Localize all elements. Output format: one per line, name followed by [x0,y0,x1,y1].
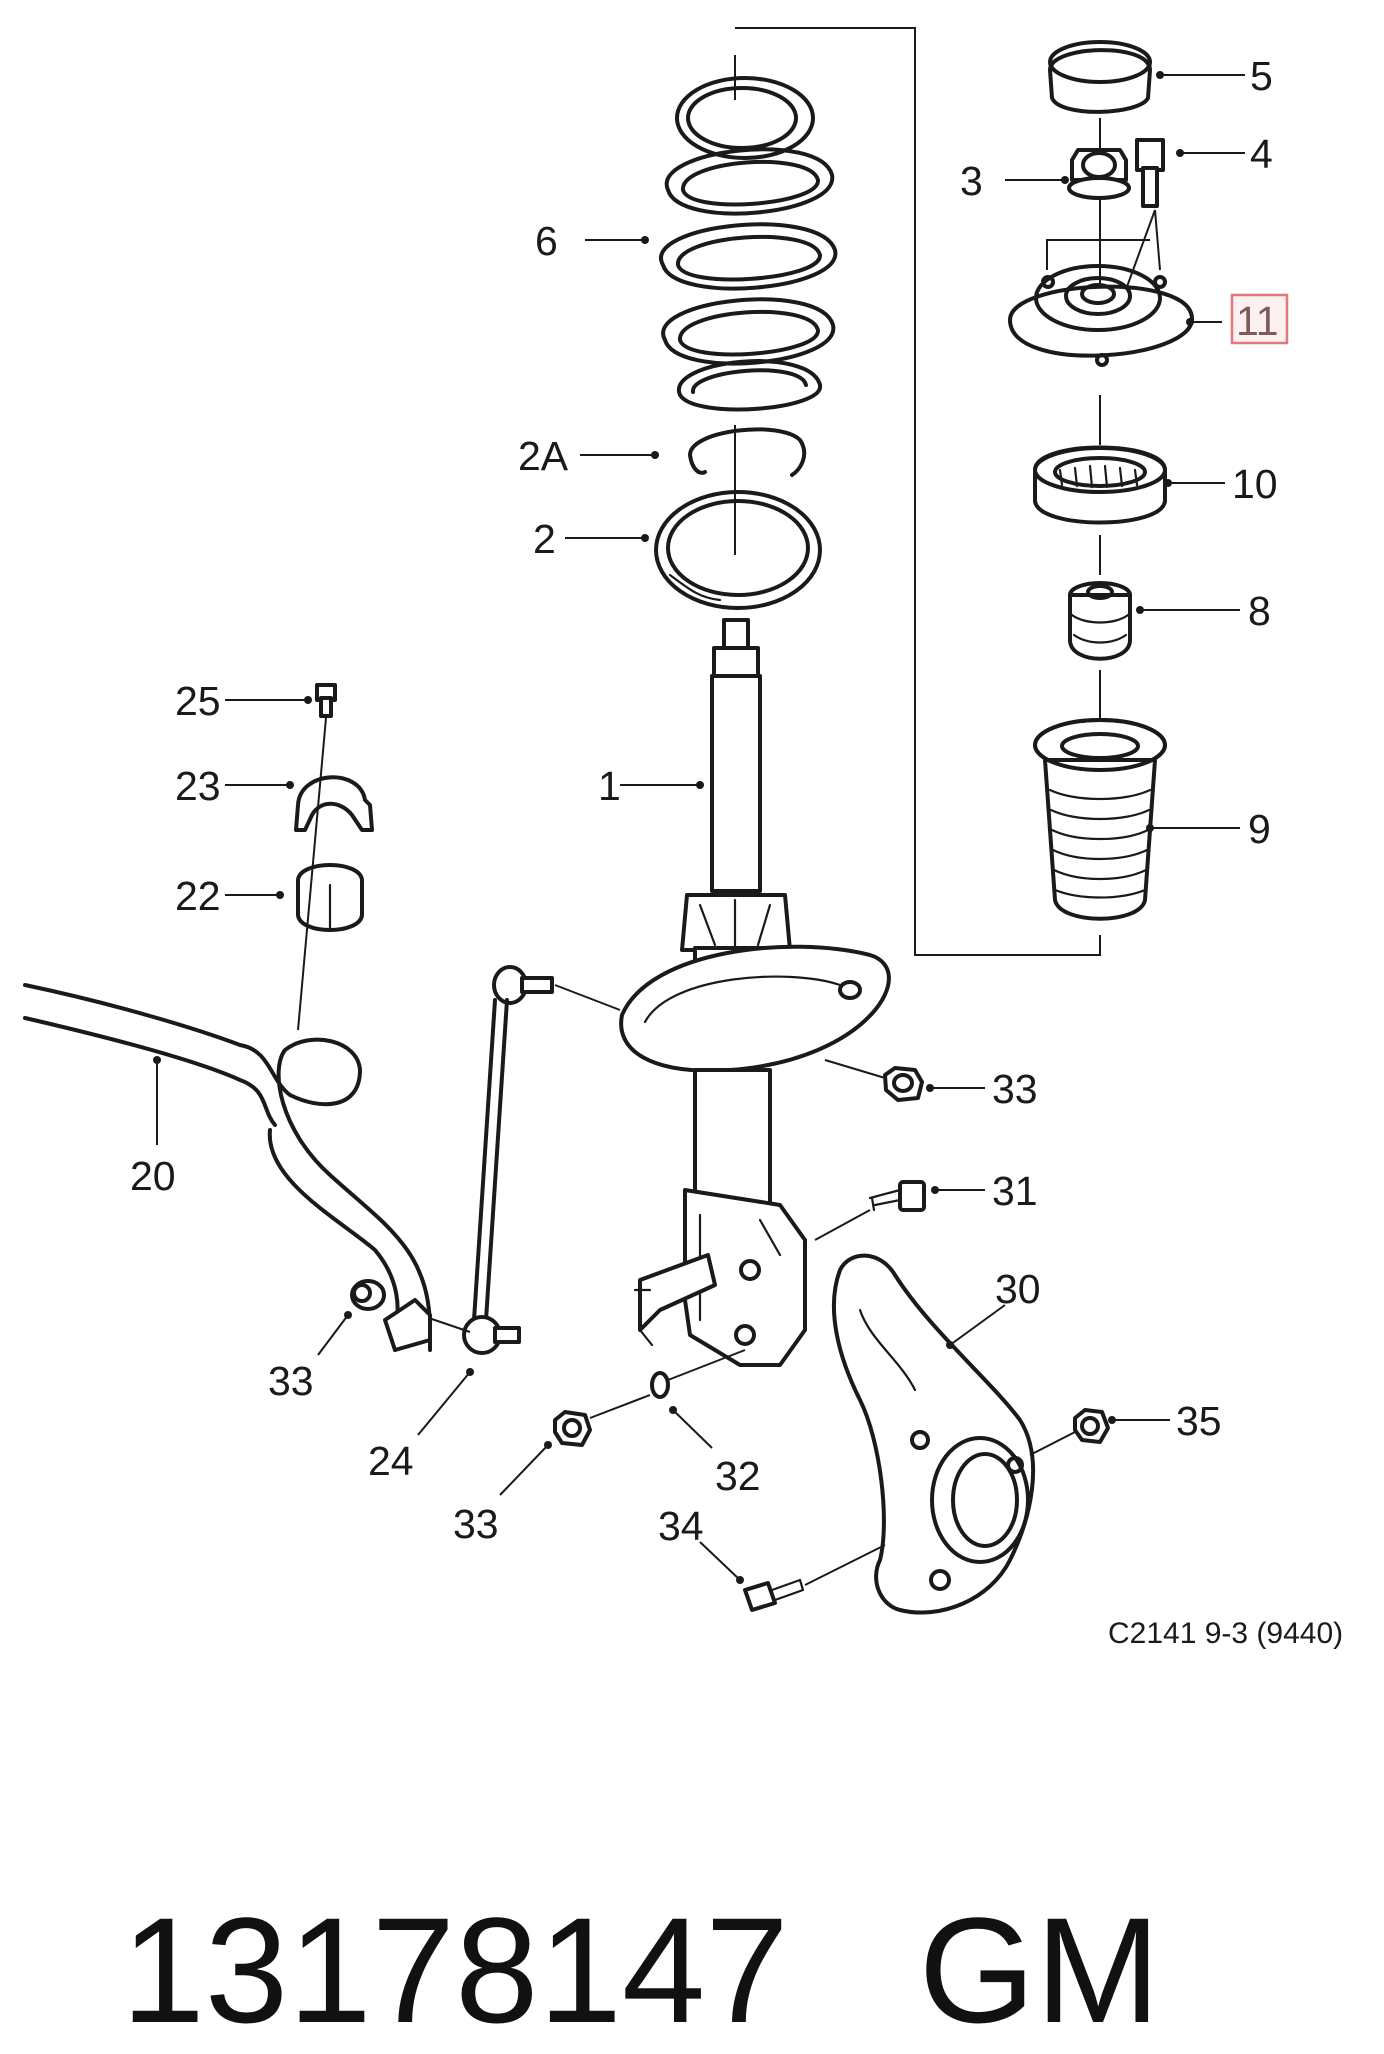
callout-33-upper: 33 [992,1066,1038,1112]
callout-11-highlight [1230,293,1289,345]
callout-32: 32 [715,1453,761,1499]
callout-22: 22 [175,873,221,919]
strut-nut-33 [883,1066,924,1102]
callout-23: 23 [175,763,221,809]
top-mount-11 [1008,264,1195,367]
callout-6: 6 [535,218,558,264]
callout-11: 11 [1236,298,1279,344]
strut-bolt-31 [868,1180,926,1212]
callout-labels: 5 4 3 6 11 2A 2 10 8 9 25 23 22 1 20 33 … [130,53,1279,1549]
bush-bolt-line [297,717,327,1031]
steering-knuckle-30 [831,1253,1036,1615]
callout-24: 24 [368,1438,414,1484]
callout-20: 20 [130,1153,176,1199]
callout-10: 10 [1232,461,1278,507]
bush-bolt-25 [315,683,337,718]
bush-clamp-23 [294,775,374,832]
washer-32 [650,1371,670,1399]
coil-spring [659,76,838,412]
stabilizer-link-24 [462,965,554,1355]
callout-31: 31 [992,1168,1038,1214]
bolt34-line [804,1544,886,1586]
nut33-lower-line [589,1394,651,1419]
callout-8: 8 [1248,588,1271,634]
nut33-upper-line [824,1059,886,1079]
washer-line [667,1349,746,1381]
callout-25: 25 [175,678,221,724]
assembly-link-line [735,27,1101,956]
spring-pad-2 [654,490,822,610]
bar-end-bracket [383,1298,432,1352]
hub-nut-35 [1073,1408,1110,1444]
callout-30: 30 [995,1266,1041,1312]
bolt-branch-line [1046,239,1150,270]
callout-33-link: 33 [268,1358,314,1404]
part-number: 13178147 [121,1886,789,2054]
spring-seat-2a [688,427,807,477]
callout-5: 5 [1250,53,1273,99]
callout-2a: 2A [518,433,569,479]
link-to-strut-line [554,984,621,1011]
bump-stop-8 [1068,581,1132,661]
suspension-exploded-diagram: 5 4 3 6 11 2A 2 10 8 9 25 23 22 1 20 33 … [23,27,1343,1650]
brand-name: GM [918,1886,1161,2054]
callout-9: 9 [1248,806,1271,852]
dust-boot-9 [1033,718,1167,921]
strut-assembly [619,618,891,1367]
link-nut-33 [350,1279,386,1311]
diagram-reference-code: C2141 9-3 (9440) [1108,1617,1343,1650]
callout-2: 2 [533,516,556,562]
knuckle-bolt-34 [743,1578,805,1612]
callout-33-lower: 33 [453,1501,499,1547]
top-nut-3 [1067,148,1131,200]
strut-bearing-10 [1033,445,1167,525]
nut35-line [1029,1431,1076,1456]
top-cap-5 [1048,40,1152,114]
bolt31-line [814,1209,871,1241]
callout-leaders [153,71,1245,1584]
callout-3: 3 [960,158,983,204]
callout-4: 4 [1250,131,1273,177]
callout-35: 35 [1176,1398,1222,1444]
mount-bolt-4 [1135,138,1165,208]
bolt-branch-line-2 [1154,209,1161,271]
lower-nut-33 [553,1410,592,1447]
callout-34: 34 [658,1503,704,1549]
callout-1: 1 [598,763,621,809]
